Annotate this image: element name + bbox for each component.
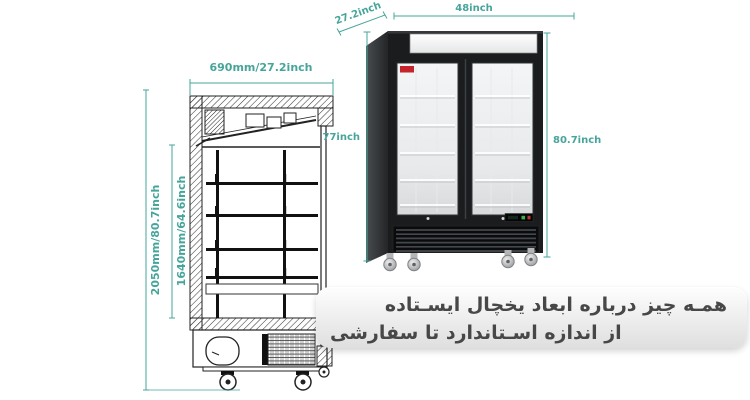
diagram-caster-wheel	[294, 371, 312, 391]
evaporator-coil	[204, 109, 225, 135]
caption-box: همـه چیز درباره ابعاد یخچال ایسـتاده از …	[316, 287, 747, 348]
product-overall-height-label: 80.7inch	[553, 135, 601, 146]
condenser-bar	[262, 334, 268, 365]
shelf-rack	[205, 150, 319, 318]
product-width-label: 48inch	[455, 3, 493, 14]
photo-caster-wheel	[407, 253, 421, 272]
fan-box	[245, 113, 265, 128]
caption-line-1: همـه چیز درباره ابعاد یخچال ایسـتاده	[384, 294, 727, 316]
diagram-glass-door	[316, 125, 333, 378]
ventilation-grille	[392, 225, 540, 253]
condenser-coil	[267, 333, 316, 366]
photo-caster-wheel	[524, 248, 538, 267]
fan-box	[283, 112, 297, 124]
cabinet-side-panel	[366, 31, 388, 263]
diagram-width-label: 690mm/27.2inch	[210, 61, 313, 74]
caption-line-2: از اندازه اسـتاندارد تا سفارشی	[330, 322, 622, 344]
product-depth-label: 27.2inch	[334, 0, 383, 27]
light-box-header-panel	[409, 33, 538, 54]
diagram-dimension-lines	[143, 79, 334, 391]
product-front-height-label: 77inch	[322, 132, 360, 143]
evaporator-compartment	[195, 109, 320, 148]
machine-room	[192, 329, 328, 372]
diagram-caster-wheel	[219, 371, 237, 391]
cabinet-shell	[189, 95, 334, 331]
brand-logo-badge	[400, 66, 414, 73]
photo-caster-wheel	[383, 253, 397, 272]
glass-door-right	[471, 62, 534, 216]
fan-box	[266, 116, 282, 129]
fridge-side-diagram	[189, 95, 334, 391]
diagram-inner-height-label: 1640mm/64.6inch	[175, 176, 188, 287]
glass-door-left	[396, 62, 459, 216]
photo-dimension-lines	[336, 11, 575, 262]
bottom-tray	[205, 283, 319, 295]
diagram-outer-height-label: 2050mm/80.7inch	[149, 185, 162, 296]
compressor	[205, 336, 240, 366]
temperature-controller	[504, 213, 534, 222]
fridge-photo	[366, 31, 543, 272]
photo-caster-wheel	[501, 250, 515, 269]
